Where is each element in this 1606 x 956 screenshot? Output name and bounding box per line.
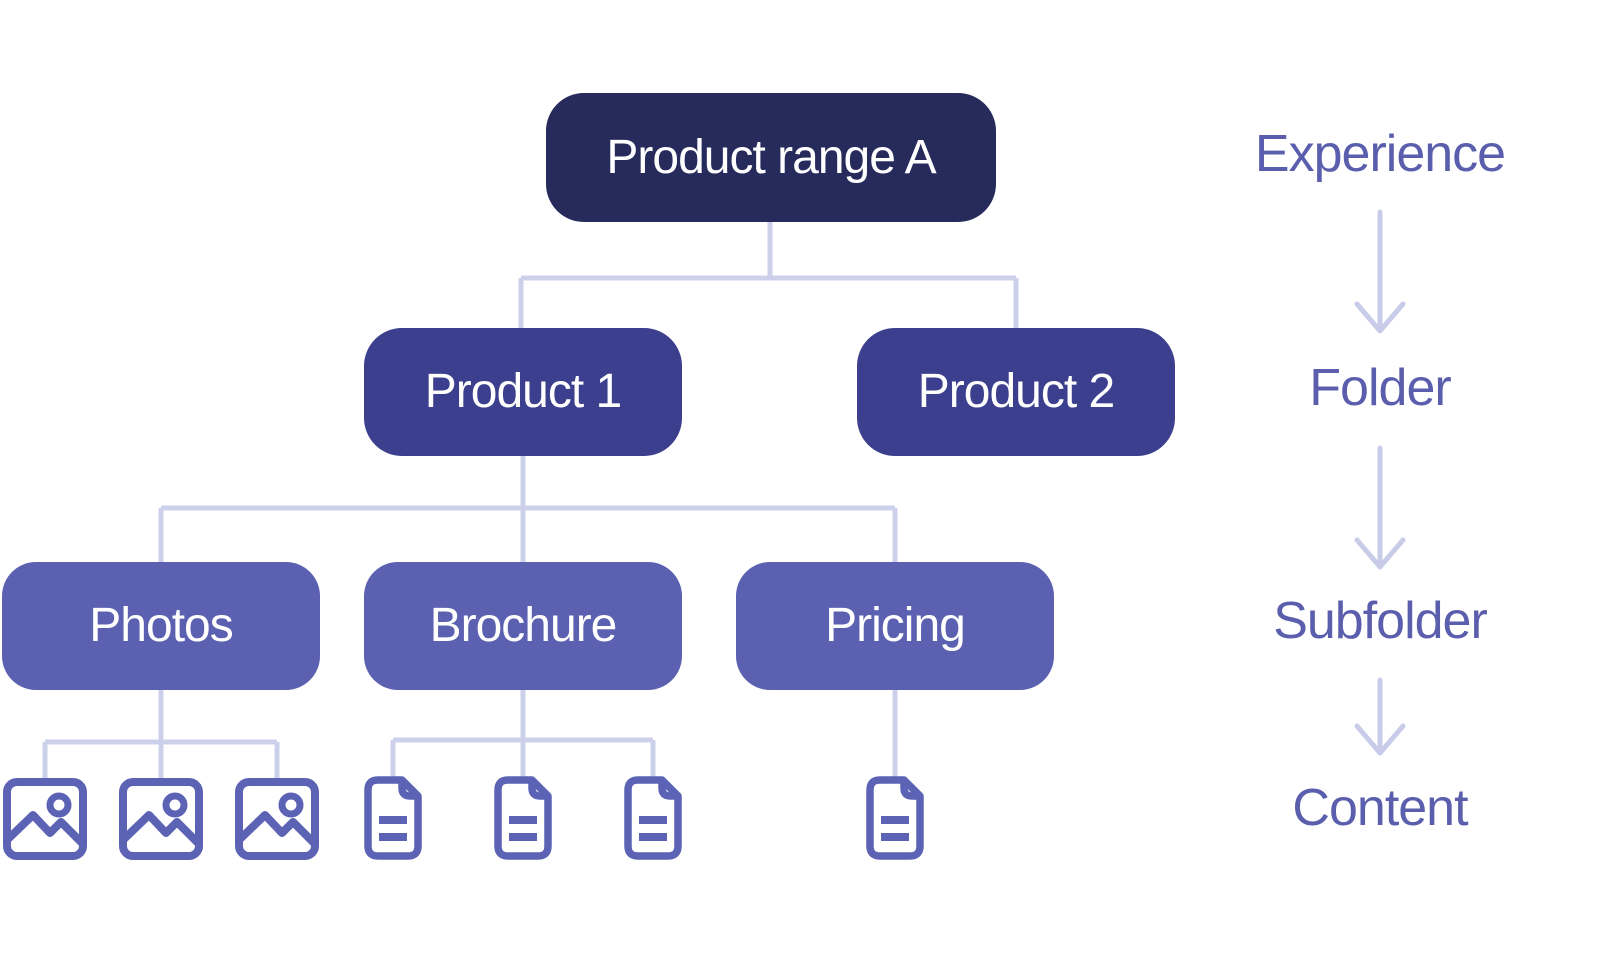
- subfolder-box-brochure: Brochure: [364, 562, 682, 690]
- image-icon: [119, 778, 203, 860]
- folder-box-product-1: Product 1: [364, 328, 682, 456]
- subfolder-box-photos: Photos: [2, 562, 320, 690]
- legend-item-content: Content: [1292, 779, 1468, 837]
- connector-root-to-folders: [518, 222, 1019, 332]
- document-icon: [364, 776, 422, 860]
- folder-label: Product 2: [917, 365, 1115, 418]
- subfolder-label: Photos: [89, 599, 233, 652]
- connector-brochure-to-documents: [390, 690, 656, 778]
- document-icon: [866, 776, 924, 860]
- arrow-down-icon: [1354, 445, 1406, 570]
- legend-item-subfolder: Subfolder: [1273, 592, 1488, 650]
- subfolder-label: Brochure: [429, 599, 618, 652]
- root-folder-box: Product range A: [546, 93, 996, 222]
- connector-folder-to-subfolders: [158, 456, 898, 562]
- folder-box-product-2: Product 2: [857, 328, 1175, 456]
- connector-photos-to-images: [42, 690, 280, 780]
- arrow-down-icon: [1354, 209, 1406, 334]
- legend-item-experience: Experience: [1254, 125, 1506, 183]
- legend-item-folder: Folder: [1309, 359, 1451, 417]
- image-icon: [3, 778, 87, 860]
- subfolder-label: Pricing: [825, 599, 966, 652]
- subfolder-box-pricing: Pricing: [736, 562, 1054, 690]
- image-icon: [235, 778, 319, 860]
- document-icon: [494, 776, 552, 860]
- folder-label: Product 1: [424, 365, 622, 418]
- arrow-down-icon: [1354, 677, 1406, 756]
- document-icon: [624, 776, 682, 860]
- root-folder-label: Product range A: [606, 130, 936, 184]
